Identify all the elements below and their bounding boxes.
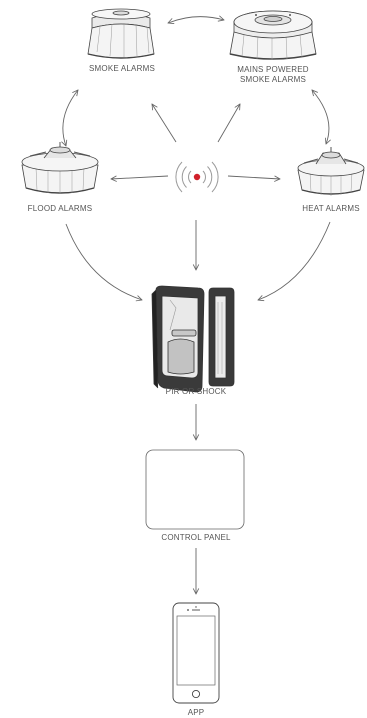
mains-label-line1: MAINS POWERED — [223, 65, 323, 75]
heat-alarm-icon — [298, 147, 364, 196]
arrow-center-flood — [111, 176, 168, 179]
flood-alarm-icon — [22, 142, 98, 194]
mains-smoke-alarms-label: MAINS POWERED SMOKE ALARMS — [223, 65, 323, 85]
arrow-center-heat — [228, 176, 280, 179]
smoke-alarm-icon — [88, 9, 154, 58]
arrow-mains-heat — [312, 90, 329, 144]
pir-or-shock-label: PIR OR SHOCK — [146, 387, 246, 397]
flood-alarms-label: FLOOD ALARMS — [10, 204, 110, 214]
arrow-smoke-mains — [168, 17, 224, 23]
control-panel-label: CONTROL PANEL — [146, 533, 246, 543]
smoke-alarms-label: SMOKE ALARMS — [72, 64, 172, 74]
signal-dot — [194, 174, 200, 180]
arrow-smoke-flood — [63, 90, 78, 146]
arrow-heat-pir — [258, 222, 330, 300]
control-panel-box — [146, 450, 244, 529]
mains-label-line2: SMOKE ALARMS — [223, 75, 323, 85]
arrow-center-mains — [218, 104, 240, 142]
shock-sensor-icon — [209, 288, 234, 386]
arrow-center-smoke — [152, 104, 176, 142]
pir-sensor-icon — [152, 286, 204, 392]
mains-smoke-alarm-icon — [230, 11, 316, 60]
arrow-flood-pir — [66, 224, 142, 300]
smartphone-icon — [173, 603, 219, 703]
wireless-signal-icon — [176, 162, 218, 192]
app-label: APP — [146, 708, 246, 718]
heat-alarms-label: HEAT ALARMS — [281, 204, 367, 214]
